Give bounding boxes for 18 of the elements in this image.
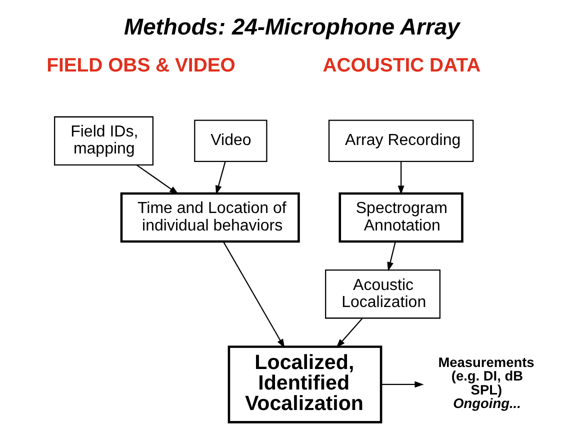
arrow (386, 242, 396, 272)
node-box: Acoustic Localization (324, 270, 440, 319)
diagram-title: Methods: 24-Microphone Array (124, 14, 460, 40)
node-box: Spectrogram Annotation (338, 192, 463, 243)
arrow (136, 164, 178, 194)
node-box: Field IDs, mapping (54, 116, 153, 166)
arrow (214, 161, 226, 195)
arrow (336, 318, 362, 348)
label: ACOUSTIC DATA (322, 54, 480, 76)
label: FIELD OBS & VIDEO (46, 54, 235, 76)
node-text: Measurements (e.g. DI, dB SPL) Ongoing... (438, 354, 534, 412)
arrow (380, 381, 424, 388)
node-box: Video (194, 120, 267, 162)
arrow (397, 162, 404, 195)
node-box: Time and Location of individual behaviors (120, 192, 300, 243)
node-box: Array Recording (328, 120, 474, 162)
node-box: Localized, Identified Vocalization (227, 346, 382, 424)
arrow (222, 241, 284, 348)
